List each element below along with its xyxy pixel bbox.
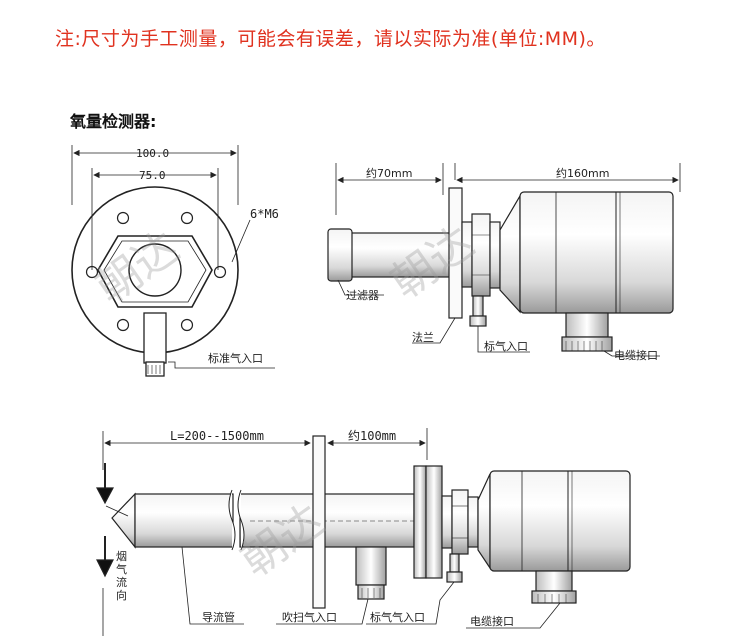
dim-outer-diameter: 100.0 — [136, 147, 169, 160]
dim-length-probe: 约70mm — [366, 167, 412, 180]
cable-port-label-side: 电缆接口 — [614, 349, 658, 362]
calib-inlet-label-front: 标准气入口 — [208, 351, 263, 365]
dim-bolt-circle: 75.0 — [139, 169, 166, 182]
purge-inlet-label: 吹扫气入口 — [282, 610, 337, 624]
flow-label-2: 气 — [116, 562, 127, 576]
calib-inlet-label-side: 标气入口 — [484, 339, 528, 353]
flow-label-4: 向 — [116, 588, 127, 602]
flow-label-1: 烟 — [116, 549, 127, 563]
filter-label: 过滤器 — [346, 289, 379, 302]
flange-label: 法兰 — [412, 330, 434, 344]
measurement-note: 注:尺寸为手工测量，可能会有误差，请以实际为准(单位:MM)。 — [55, 28, 606, 50]
section-title: 氧量检测器: — [70, 112, 157, 131]
dim-tube-length: L=200--1500mm — [170, 429, 264, 443]
install-view — [96, 428, 631, 636]
front-view — [71, 145, 275, 377]
guide-tube-label: 导流管 — [202, 610, 235, 624]
flow-label-3: 流 — [116, 575, 127, 589]
calib-inlet-label-install: 标气气入口 — [370, 610, 425, 624]
bolt-holes-label: 6*M6 — [250, 207, 279, 221]
cable-port-label-install: 电缆接口 — [470, 615, 514, 628]
side-view — [327, 163, 681, 357]
dim-head-length: 约100mm — [348, 428, 396, 443]
dim-length-head: 约160mm — [556, 167, 609, 180]
